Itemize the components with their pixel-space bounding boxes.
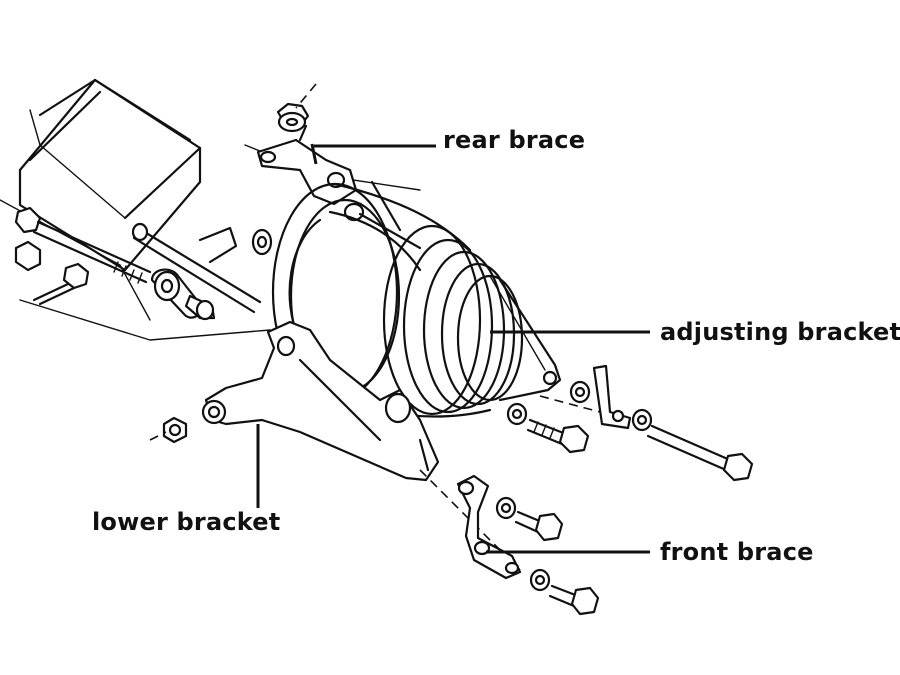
front-brace-label: front brace: [660, 538, 814, 566]
rear-brace-leader: [310, 143, 436, 165]
adjusting-bracket-tab: [592, 364, 632, 430]
engine-bracket-rod: [131, 222, 262, 314]
front-brace-bolt-upper: [514, 510, 564, 542]
washer-right-2: [631, 408, 653, 432]
washer-middle: [506, 402, 528, 426]
adjusting-bracket-label: adjusting bracket: [660, 318, 900, 346]
front-brace: [456, 474, 522, 580]
front-brace-washer-upper: [495, 496, 517, 520]
rear-brace: [256, 124, 358, 206]
lower-bracket-axis: [149, 431, 167, 441]
lower-bracket: [201, 320, 440, 482]
nut-left: [14, 240, 42, 272]
engine-block: [0, 78, 421, 341]
pivot-spacer: [150, 268, 216, 321]
rear-brace-axis: [295, 83, 317, 109]
front-brace-axis: [419, 469, 521, 571]
bolt-middle: [526, 418, 590, 454]
front-brace-washer-lower: [529, 568, 551, 592]
short-bolt-left: [32, 262, 90, 306]
washer-right-1: [569, 380, 591, 404]
lower-bracket-label: lower bracket: [92, 508, 281, 536]
mount-axis: [539, 395, 601, 413]
washer-upper: [251, 228, 273, 256]
front-brace-bolt-lower: [548, 584, 600, 616]
rear-brace-label: rear brace: [443, 126, 586, 154]
rear-brace-nut: [276, 102, 310, 133]
long-bolt-upper: [14, 206, 152, 284]
long-bolt-right: [646, 424, 754, 482]
adjusting-bracket: [288, 210, 422, 342]
lower-bracket-nut: [162, 416, 188, 444]
